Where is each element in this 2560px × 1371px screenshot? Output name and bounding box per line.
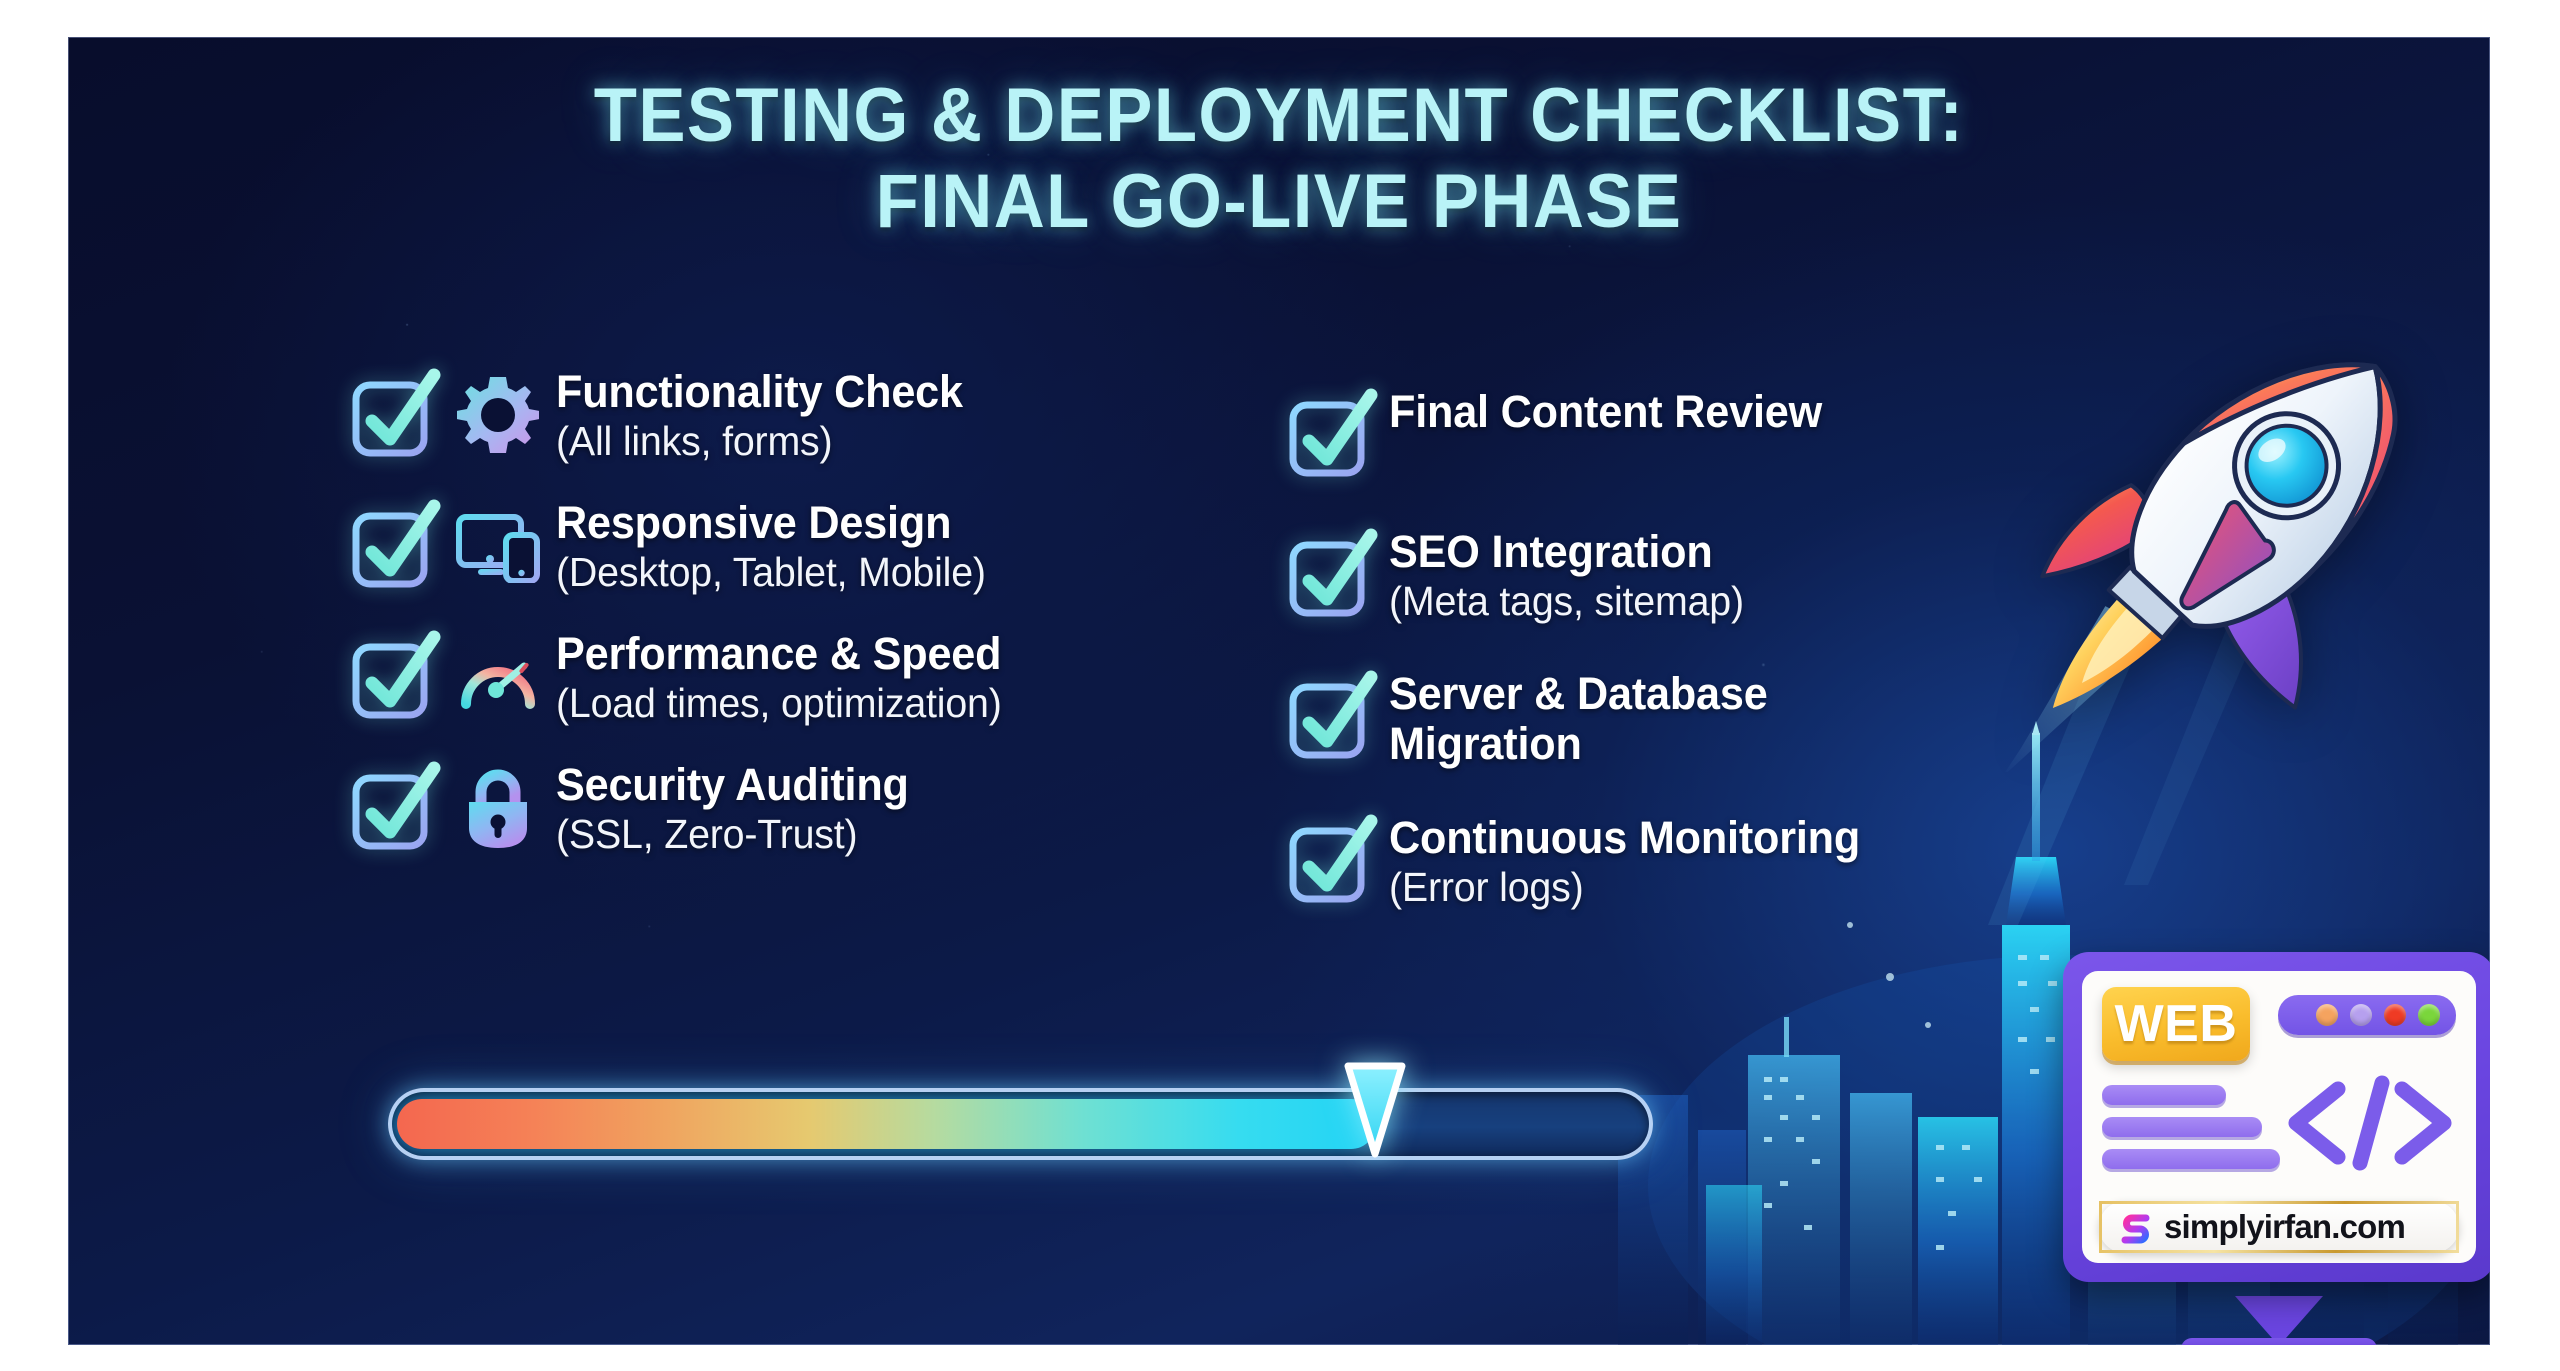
page-title: TESTING & DEPLOYMENT CHECKLIST: FINAL GO…: [68, 73, 2490, 245]
checkbox-checked-icon[interactable]: [1283, 387, 1379, 483]
s-monogram-icon: [2119, 1210, 2153, 1244]
title-line-1: TESTING & DEPLOYMENT CHECKLIST:: [593, 73, 1965, 158]
progress-fill: [397, 1099, 1376, 1149]
window-titlebar-dots: [2278, 995, 2456, 1035]
checklist-item-final-content-review[interactable]: Final Content Review: [1283, 385, 1973, 483]
rocket-launch-icon: [1983, 302, 2463, 772]
monitor-screen: WEB: [2082, 971, 2476, 1263]
dot-red: [2384, 1004, 2406, 1026]
dot-green: [2418, 1004, 2440, 1026]
checklist-item-text: Responsive Design (Desktop, Tablet, Mobi…: [556, 496, 1126, 596]
content-line-3: [2102, 1149, 2280, 1169]
web-monitor-card: WEB: [2063, 952, 2490, 1345]
triangle-down-marker-icon[interactable]: [1344, 1062, 1406, 1158]
checklist-item-text: Final Content Review: [1389, 385, 1973, 437]
deployment-progress-bar[interactable]: [388, 1062, 1653, 1160]
checklist-item-title: Performance & Speed: [556, 628, 1002, 679]
title-line-2: FINAL GO-LIVE PHASE: [875, 159, 1683, 244]
checklist-item-text: SEO Integration (Meta tags, sitemap): [1389, 525, 1973, 625]
web-badge: WEB: [2102, 987, 2250, 1061]
checklist-item-server-database-migration[interactable]: Server & Database Migration: [1283, 667, 1973, 769]
checklist-item-subtitle: (Meta tags, sitemap): [1389, 578, 1744, 624]
checklist-item-title: Responsive Design: [556, 497, 952, 548]
checklist-item-responsive-design[interactable]: Responsive Design (Desktop, Tablet, Mobi…: [346, 496, 1126, 596]
checkbox-checked-icon[interactable]: [346, 498, 442, 594]
checklist-item-text: Performance & Speed (Load times, optimiz…: [556, 627, 1126, 727]
web-badge-label: WEB: [2114, 995, 2238, 1053]
checklist-item-text: Functionality Check (All links, forms): [556, 365, 1126, 465]
checklist-item-text: Server & Database Migration: [1389, 667, 1973, 769]
checklist-item-title: Security Auditing: [556, 759, 909, 810]
checklist-item-title: SEO Integration: [1389, 526, 1713, 577]
padlock-icon: [452, 760, 544, 856]
content-line-1: [2102, 1085, 2226, 1105]
checkbox-checked-icon[interactable]: [1283, 669, 1379, 765]
checkbox-checked-icon[interactable]: [346, 367, 442, 463]
checklist-item-subtitle: (SSL, Zero-Trust): [556, 811, 858, 857]
checklist-item-subtitle: (Error logs): [1389, 864, 1584, 910]
checklist-item-title: Functionality Check: [556, 366, 963, 417]
monitor-stand: [2235, 1296, 2323, 1345]
brand-pill[interactable]: simplyirfan.com: [2099, 1201, 2459, 1253]
checklist-item-subtitle: (Desktop, Tablet, Mobile): [556, 549, 986, 595]
checklist-item-title: Continuous Monitoring: [1389, 812, 1861, 863]
checklist-item-functionality-check[interactable]: Functionality Check (All links, forms): [346, 365, 1126, 465]
checklist-item-security-auditing[interactable]: Security Auditing (SSL, Zero-Trust): [346, 758, 1126, 858]
devices-responsive-icon: [452, 498, 544, 594]
checkbox-checked-icon[interactable]: [1283, 527, 1379, 623]
infographic-canvas: TESTING & DEPLOYMENT CHECKLIST: FINAL GO…: [68, 37, 2490, 1345]
checklist-item-performance-speed[interactable]: Performance & Speed (Load times, optimiz…: [346, 627, 1126, 727]
checklist-left-column: Functionality Check (All links, forms): [346, 365, 1126, 889]
checkbox-checked-icon[interactable]: [346, 629, 442, 725]
checklist-item-continuous-monitoring[interactable]: Continuous Monitoring (Error logs): [1283, 811, 1973, 911]
speedometer-icon: [452, 629, 544, 725]
progress-track[interactable]: [388, 1088, 1653, 1160]
brand-name: simplyirfan.com: [2164, 1208, 2406, 1245]
code-brackets-icon: [2280, 1075, 2460, 1171]
checkbox-checked-icon[interactable]: [1283, 813, 1379, 909]
checklist-right-column: Final Content Review SEO Integration (Me…: [1283, 385, 1973, 953]
checklist-item-title: Server & Database Migration: [1389, 668, 1768, 769]
monitor-base: [2181, 1338, 2377, 1345]
content-line-2: [2102, 1117, 2262, 1137]
checkbox-checked-icon[interactable]: [346, 760, 442, 856]
checklist-item-text: Security Auditing (SSL, Zero-Trust): [556, 758, 1126, 858]
checklist-item-title: Final Content Review: [1389, 386, 1823, 437]
dot-orange: [2316, 1004, 2338, 1026]
gear-icon: [452, 367, 544, 463]
checklist-item-subtitle: (Load times, optimization): [556, 680, 1002, 726]
checklist-item-seo-integration[interactable]: SEO Integration (Meta tags, sitemap): [1283, 525, 1973, 625]
dot-purple: [2350, 1004, 2372, 1026]
checklist-item-subtitle: (All links, forms): [556, 418, 833, 464]
checklist-item-text: Continuous Monitoring (Error logs): [1389, 811, 1973, 911]
